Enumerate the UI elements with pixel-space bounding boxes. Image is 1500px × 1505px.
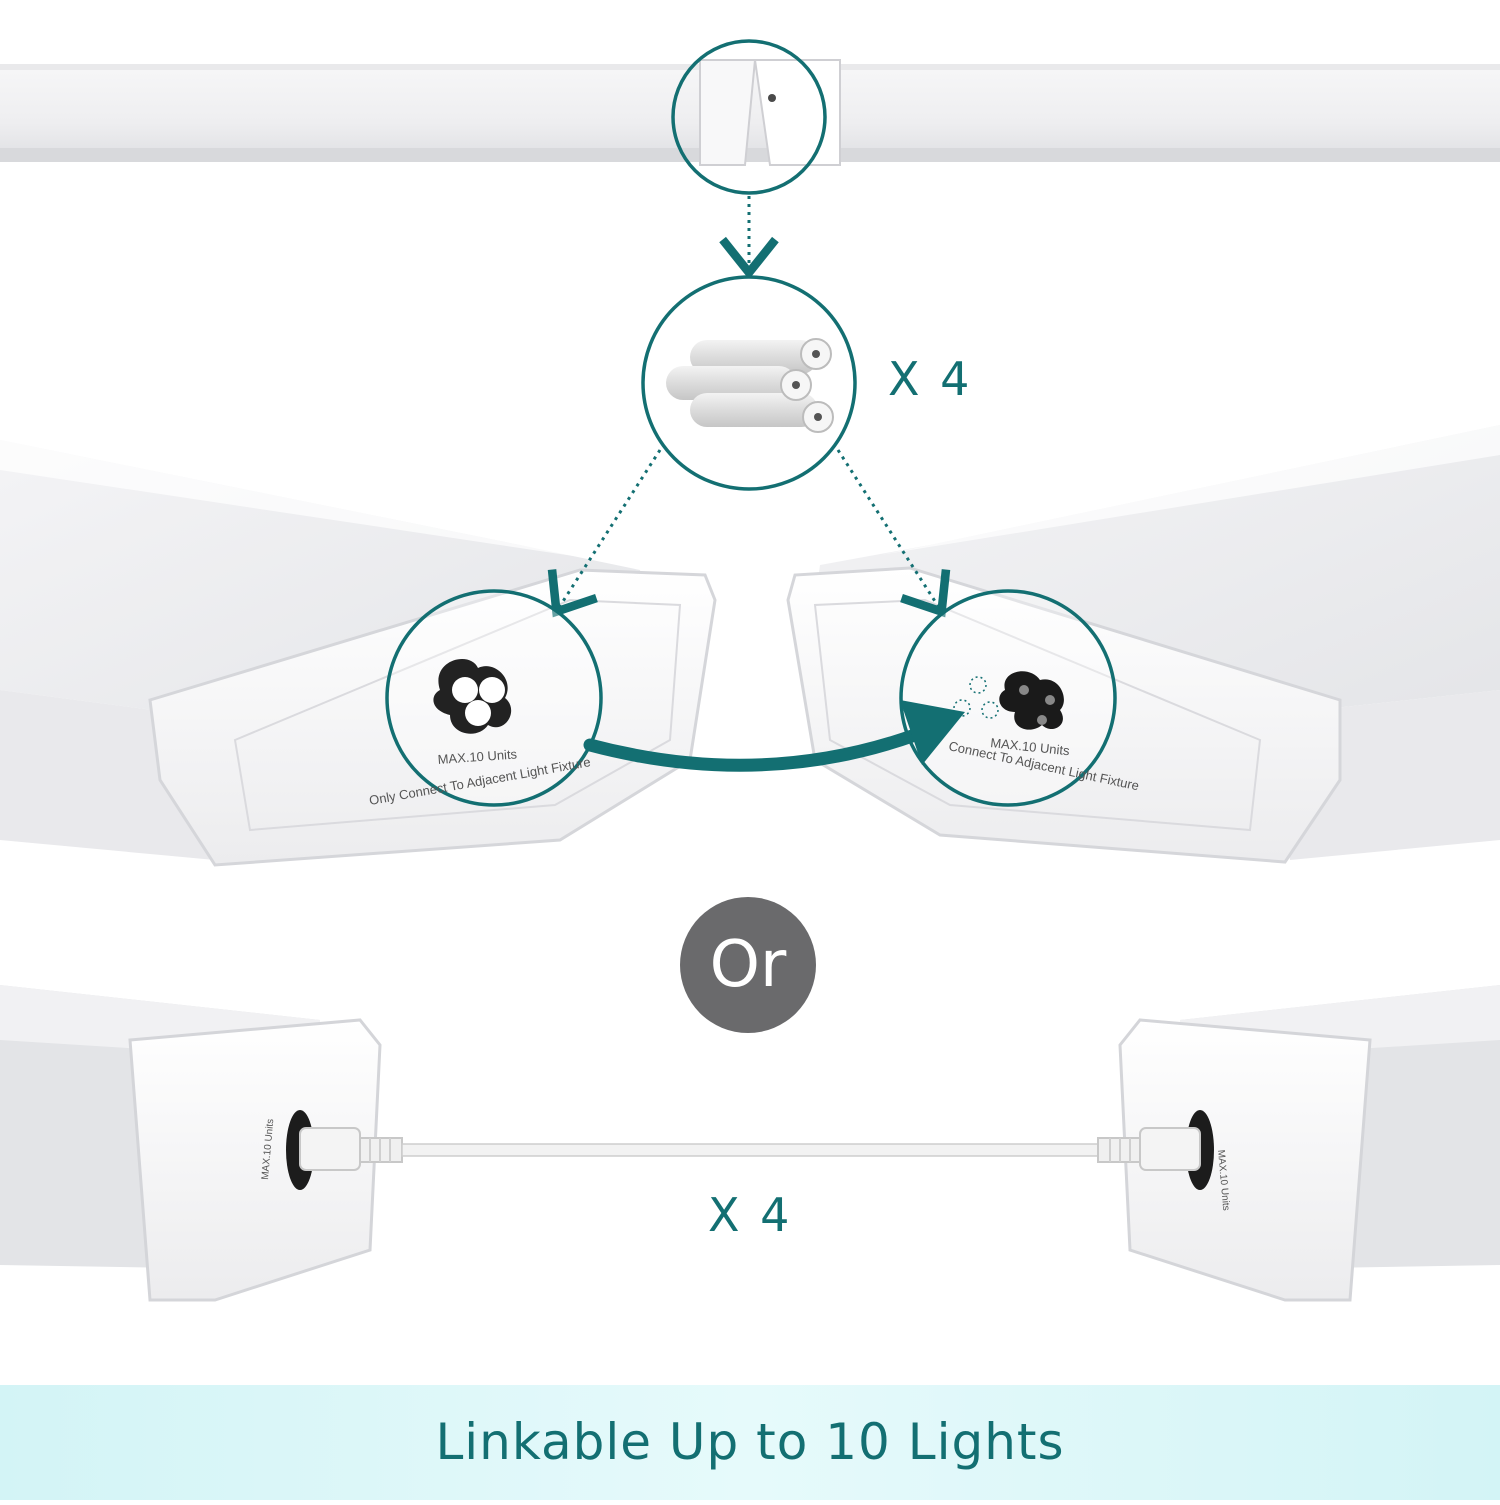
svg-text:MAX.10 Units: MAX.10 Units [1215, 1149, 1231, 1211]
banner-text: Linkable Up to 10 Lights [435, 1413, 1065, 1471]
curved-arrow-icon [583, 728, 922, 772]
power-cable-icon [299, 1127, 1201, 1171]
svg-text:MAX.10 Units: MAX.10 Units [260, 1118, 276, 1180]
joint-magnifier-circle [671, 39, 827, 195]
left-light-fixture [0, 440, 717, 867]
connector-count-label: X 4 [888, 352, 973, 406]
banner: Linkable Up to 10 Lights [0, 1385, 1500, 1500]
dotted-arrow-left-icon [547, 449, 662, 618]
right-socket-icon [953, 671, 1064, 730]
bottom-left-fixture: MAX.10 Units [0, 985, 382, 1302]
top-light-bar [0, 59, 1500, 166]
left-plate-line1: MAX.10 Units [437, 746, 518, 767]
cable-count-label: X 4 [708, 1188, 793, 1242]
or-badge: Or [680, 897, 816, 1033]
dotted-arrow-right-icon [836, 449, 951, 618]
left-socket-icon [433, 659, 512, 734]
triple-tube-connector-icon [666, 338, 834, 433]
right-light-fixture [786, 425, 1500, 864]
